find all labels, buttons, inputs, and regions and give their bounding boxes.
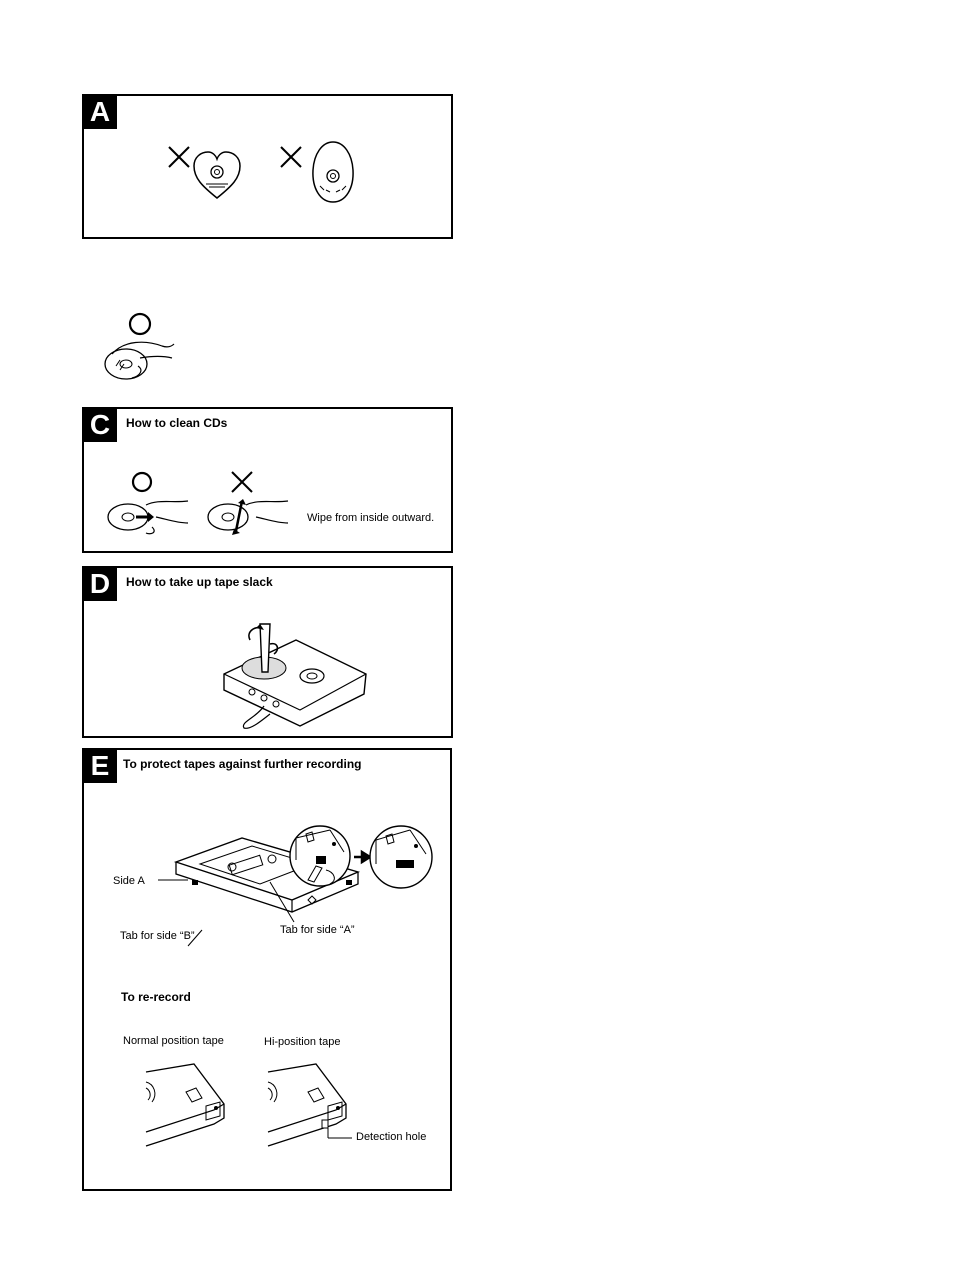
drop-cd-icon (310, 140, 356, 204)
cross-mark-icon (280, 146, 302, 168)
tab-a-label: Tab for side “A” (280, 924, 355, 936)
panel-c: C How to clean CDs Wipe from inside outw… (82, 407, 453, 553)
panel-a-badge: A (83, 95, 117, 129)
panel-d-title: How to take up tape slack (126, 575, 273, 589)
cross-mark-icon (231, 471, 253, 493)
panel-e-title: To protect tapes against further recordi… (123, 757, 361, 771)
cross-mark-icon (168, 146, 190, 168)
circle-ok-icon (128, 312, 152, 336)
panel-e: E To protect tapes against further recor… (82, 748, 452, 1191)
hi-tape-label: Hi-position tape (264, 1036, 340, 1048)
cassette-icon (216, 618, 376, 730)
tab-removal-inset (286, 826, 356, 918)
hand-cd-icon (206, 497, 290, 537)
detection-hole-label: Detection hole (356, 1131, 426, 1143)
panel-e-badge: E (83, 749, 117, 783)
circle-ok-icon (131, 471, 153, 493)
normal-cassette-corner (144, 1062, 234, 1152)
tab-b-label: Tab for side “B” (120, 930, 195, 942)
panel-d-badge: D (83, 567, 117, 601)
pencil-icon (246, 620, 286, 680)
heart-cd-icon (192, 150, 242, 200)
panel-c-badge: C (83, 408, 117, 442)
panel-d: D How to take up tape slack (82, 566, 453, 738)
side-a-label: Side A (113, 875, 145, 887)
tab-removed-inset (368, 824, 434, 890)
hand-cd-icon (102, 336, 176, 382)
hand-cd-icon (106, 497, 190, 537)
panel-c-note: Wipe from inside outward. (307, 512, 434, 524)
panel-c-title: How to clean CDs (126, 416, 227, 430)
rerecord-title: To re-record (121, 990, 191, 1004)
panel-a: A (82, 94, 453, 239)
hi-cassette-corner (266, 1062, 356, 1152)
normal-tape-label: Normal position tape (123, 1035, 224, 1047)
